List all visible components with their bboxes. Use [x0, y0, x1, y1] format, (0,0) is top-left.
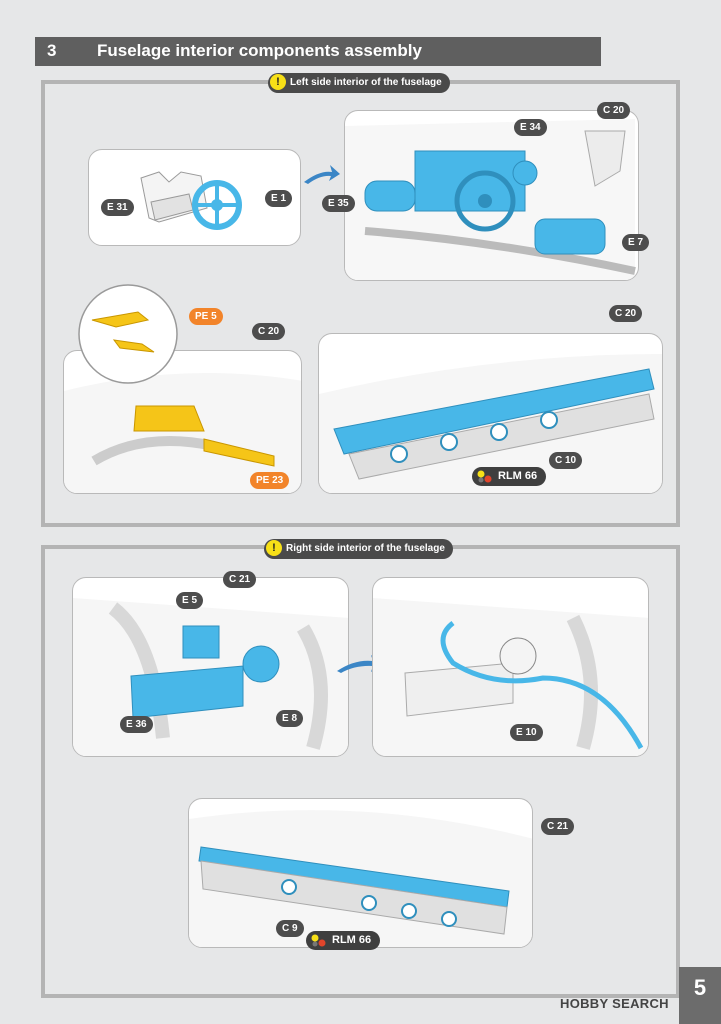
right-side-heading: ! Right side interior of the fuselage	[264, 539, 453, 559]
assembly-left-upper-drawing	[345, 119, 636, 280]
pe-parts-drawing	[64, 373, 301, 493]
label-e31: E 31	[101, 199, 134, 216]
pe-zoom-circle	[78, 284, 178, 384]
c9-rail-drawing	[189, 810, 532, 947]
paint-icon	[311, 934, 326, 947]
panel-e31-e1	[88, 149, 301, 246]
label-c20-mid: C 20	[252, 323, 286, 340]
label-e34: E 34	[514, 119, 547, 136]
assembly-right-right-drawing	[373, 598, 648, 756]
label-c9: C 9	[276, 920, 304, 937]
label-e10: E 10	[510, 724, 543, 741]
paint-badge-right: RLM 66	[306, 931, 381, 950]
label-e36: E 36	[120, 716, 153, 733]
label-e7: E 7	[622, 234, 650, 251]
panel-c9	[188, 798, 533, 948]
panel-e34-e35-e7	[344, 110, 639, 281]
step-number: 3	[47, 41, 57, 60]
step-title: Fuselage interior components assembly	[97, 41, 422, 60]
assembly-right-left-drawing	[73, 598, 348, 756]
paint-badge-left: RLM 66	[472, 467, 547, 486]
arrow-right-icon	[304, 165, 340, 184]
panel-e5-e36-e8	[72, 577, 349, 757]
label-c21-a: C 21	[223, 571, 257, 588]
label-pe23: PE 23	[250, 472, 290, 489]
label-e1: E 1	[265, 190, 293, 207]
warning-icon: !	[270, 74, 286, 90]
left-side-heading: ! Left side interior of the fuselage	[268, 73, 450, 93]
page-number: 5	[679, 967, 721, 1024]
warning-icon: !	[266, 540, 282, 556]
paint-icon	[477, 470, 492, 483]
label-pe5: PE 5	[189, 308, 223, 325]
parts-e31-e1-drawing	[140, 171, 242, 230]
label-c20-top: C 20	[597, 102, 631, 119]
watermark: HOBBY SEARCH	[560, 996, 669, 1011]
step-header: 3 Fuselage interior components assembly	[35, 37, 601, 66]
label-e8: E 8	[276, 710, 304, 727]
label-c21-b: C 21	[541, 818, 575, 835]
label-e35: E 35	[322, 195, 355, 212]
label-c20-right: C 20	[609, 305, 643, 322]
arrow-right-icon	[337, 655, 383, 673]
label-c10: C 10	[549, 452, 583, 469]
label-e5: E 5	[176, 592, 204, 609]
